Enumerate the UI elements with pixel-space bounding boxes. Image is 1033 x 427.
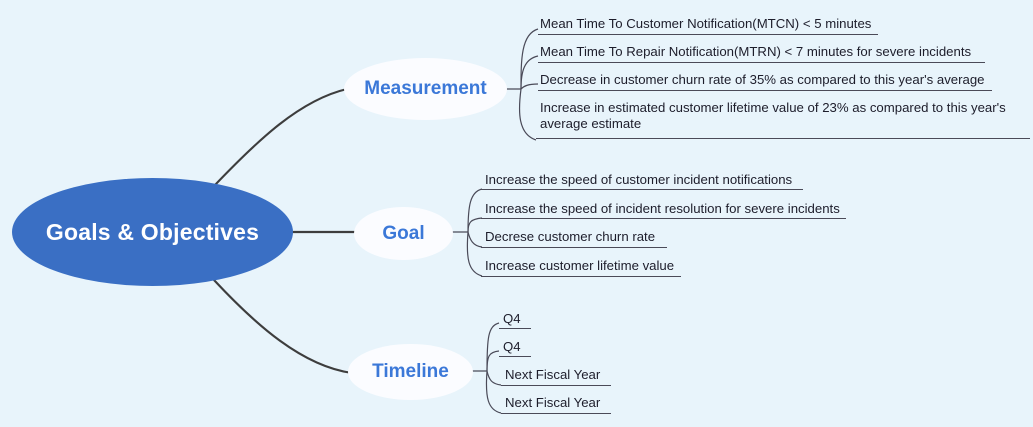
leaf-underline-measurement-3 [538,90,992,91]
connector-timeline-item-2 [486,350,500,372]
leaf-timeline-4[interactable]: Next Fiscal Year [505,395,601,410]
leaf-underline-measurement-4 [536,138,1030,139]
branch-label-goal: Goal [382,222,425,244]
leaf-underline-goal-4 [481,276,681,277]
leaf-measurement-1[interactable]: Mean Time To Customer Notification(MTCN)… [540,16,872,31]
leaf-underline-timeline-2 [499,356,531,357]
leaf-underline-measurement-2 [538,62,985,63]
branch-node-goal[interactable]: Goal [354,207,453,260]
connector-measurement-item-4 [518,88,537,141]
connector-central-to-measurement [213,87,349,187]
leaf-measurement-2[interactable]: Mean Time To Repair Notification(MTRN) <… [540,44,972,59]
leaf-underline-goal-2 [481,218,846,219]
leaf-measurement-4[interactable]: Increase in estimated customer lifetime … [540,100,1010,131]
leaf-timeline-3[interactable]: Next Fiscal Year [505,367,601,382]
connector-central-to-timeline [212,278,354,375]
connector-timeline-item-4 [485,370,502,414]
leaf-goal-3[interactable]: Decrese customer churn rate [485,229,656,244]
leaf-goal-2[interactable]: Increase the speed of incident resolutio… [485,201,840,216]
leaf-goal-4[interactable]: Increase customer lifetime value [485,258,675,273]
leaf-timeline-2[interactable]: Q4 [503,339,521,354]
connector-measurement-item-3 [520,83,539,90]
connector-measurement-item-2 [520,55,539,90]
branch-node-measurement[interactable]: Measurement [344,58,507,120]
connector-measurement-item-1 [520,28,539,90]
leaf-measurement-3[interactable]: Decrease in customer churn rate of 35% a… [540,72,985,87]
connector-timeline-item-1 [486,322,500,372]
leaf-goal-1[interactable]: Increase the speed of customer incident … [485,172,793,187]
leaf-underline-timeline-1 [499,328,531,329]
branch-node-timeline[interactable]: Timeline [348,344,473,400]
connector-goal-item-4 [466,231,483,277]
leaf-underline-goal-3 [481,247,667,248]
connector-goal-item-3 [467,231,483,248]
connector-timeline-item-3 [486,370,502,386]
connector-goal-item-1 [467,188,483,233]
branch-label-timeline: Timeline [372,361,449,382]
leaf-underline-timeline-4 [501,413,611,414]
central-node-label: Goals & Objectives [45,218,260,245]
connector-goal-item-2 [467,217,483,233]
leaf-underline-goal-1 [481,189,803,190]
leaf-underline-measurement-1 [538,34,878,35]
leaf-timeline-1[interactable]: Q4 [503,311,521,326]
central-node-goals-objectives[interactable]: Goals & Objectives [12,178,293,286]
branch-label-measurement: Measurement [364,78,487,99]
leaf-underline-timeline-3 [501,385,611,386]
